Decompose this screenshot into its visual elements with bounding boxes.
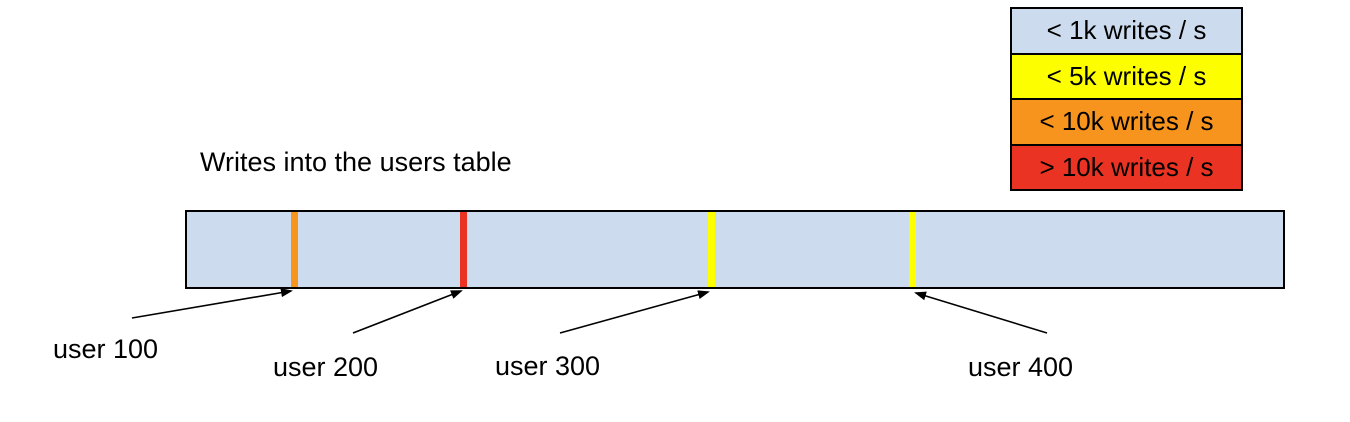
users-table-bar [185, 210, 1285, 289]
legend-label: > 10k writes / s [1039, 151, 1214, 182]
diagram-title: Writes into the users table [200, 147, 512, 177]
annotation-arrows [131, 288, 1048, 334]
write-rate-legend: < 1k writes / s < 5k writes / s < 10k writ… [1010, 7, 1243, 191]
legend-row-1: < 5k writes / s [1010, 52, 1243, 100]
annotation-arrow-user-100 [131, 288, 293, 319]
legend-row-0: < 1k writes / s [1010, 7, 1243, 55]
hot-stripe-user-100 [291, 212, 299, 287]
legend-row-3: > 10k writes / s [1010, 143, 1243, 191]
annotation-arrow-user-400 [914, 291, 1048, 334]
annotation-arrow-user-300 [559, 290, 710, 334]
annotation-arrow-user-200 [352, 290, 463, 334]
hot-stripe-user-200 [459, 212, 467, 287]
legend-label: < 5k writes / s [1046, 60, 1207, 91]
legend-label: < 1k writes / s [1046, 15, 1207, 46]
user-label-user-300: user 300 [495, 351, 601, 381]
user-label-user-200: user 200 [273, 352, 379, 382]
user-label-user-400: user 400 [968, 352, 1074, 382]
legend-row-2: < 10k writes / s [1010, 98, 1243, 146]
hot-stripe-user-300 [707, 212, 715, 287]
user-label-user-100: user 100 [53, 334, 159, 364]
hot-stripe-user-400 [909, 212, 917, 287]
legend-label: < 10k writes / s [1039, 106, 1214, 137]
